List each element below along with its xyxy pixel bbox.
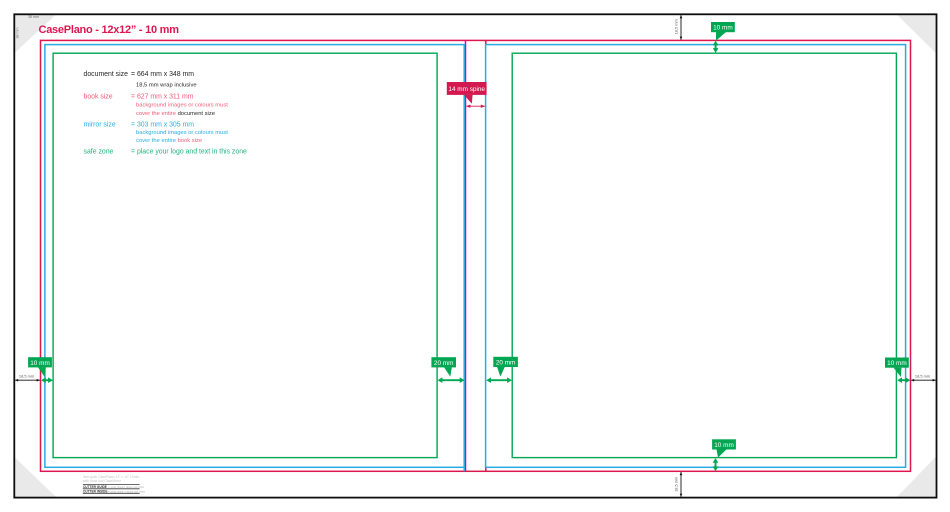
svg-text:= place your logo and text in: = place your logo and text in this zone xyxy=(131,148,247,155)
svg-text:CUTTER GUIDE: CUTTER GUIDE xyxy=(83,485,107,489)
svg-text:CUTTER INSIDE: CUTTER INSIDE xyxy=(83,489,107,493)
svg-text:with hook incl CaseMirror: with hook incl CaseMirror xyxy=(83,479,122,483)
svg-text:10 mm: 10 mm xyxy=(713,25,733,32)
svg-text:CasePlano - 12x12” - 10 mm: CasePlano - 12x12” - 10 mm xyxy=(39,24,180,36)
svg-text:38 mm: 38 mm xyxy=(15,28,19,39)
svg-text:= 664 mm x 348 mm: = 664 mm x 348 mm xyxy=(131,71,194,78)
svg-text:= gray area = does not print: = gray area = does not print xyxy=(108,489,145,493)
svg-text:14 mm spine: 14 mm spine xyxy=(448,86,485,93)
svg-text:cover the entire document size: cover the entire document size xyxy=(136,111,215,117)
svg-text:safe zone: safe zone xyxy=(84,148,114,155)
svg-text:18,5 mm wrap inclusive: 18,5 mm wrap inclusive xyxy=(136,82,197,88)
svg-text:38 mm: 38 mm xyxy=(28,15,39,19)
svg-text:20 mm: 20 mm xyxy=(496,359,516,366)
svg-text:= 627 mm x 311 mm: = 627 mm x 311 mm xyxy=(131,94,194,101)
svg-text:mirror size: mirror size xyxy=(84,121,116,128)
svg-text:18,5 mm: 18,5 mm xyxy=(915,373,930,378)
svg-text:cover the entire book size: cover the entire book size xyxy=(136,138,202,144)
svg-text:= gray lines= does not print: = gray lines= does not print xyxy=(108,485,144,489)
svg-text:10 mm: 10 mm xyxy=(887,360,907,367)
svg-text:= 303 mm x 305 mm: = 303 mm x 305 mm xyxy=(131,121,194,128)
svg-text:18,5 mm: 18,5 mm xyxy=(19,373,34,378)
svg-text:background images or colours m: background images or colours must xyxy=(136,103,228,109)
svg-text:20 mm: 20 mm xyxy=(434,360,454,367)
svg-text:10 mm: 10 mm xyxy=(714,442,734,449)
svg-text:18,5 mm: 18,5 mm xyxy=(674,19,679,34)
svg-text:10 mm: 10 mm xyxy=(30,360,50,367)
svg-text:18,5 mm: 18,5 mm xyxy=(674,477,679,492)
svg-text:book size: book size xyxy=(84,94,113,101)
svg-text:item grab CasePlano 12” x 12”: item grab CasePlano 12” x 12” 10mm xyxy=(83,475,140,479)
svg-text:document size: document size xyxy=(84,71,129,78)
svg-text:background images or colours m: background images or colours must xyxy=(136,130,228,136)
